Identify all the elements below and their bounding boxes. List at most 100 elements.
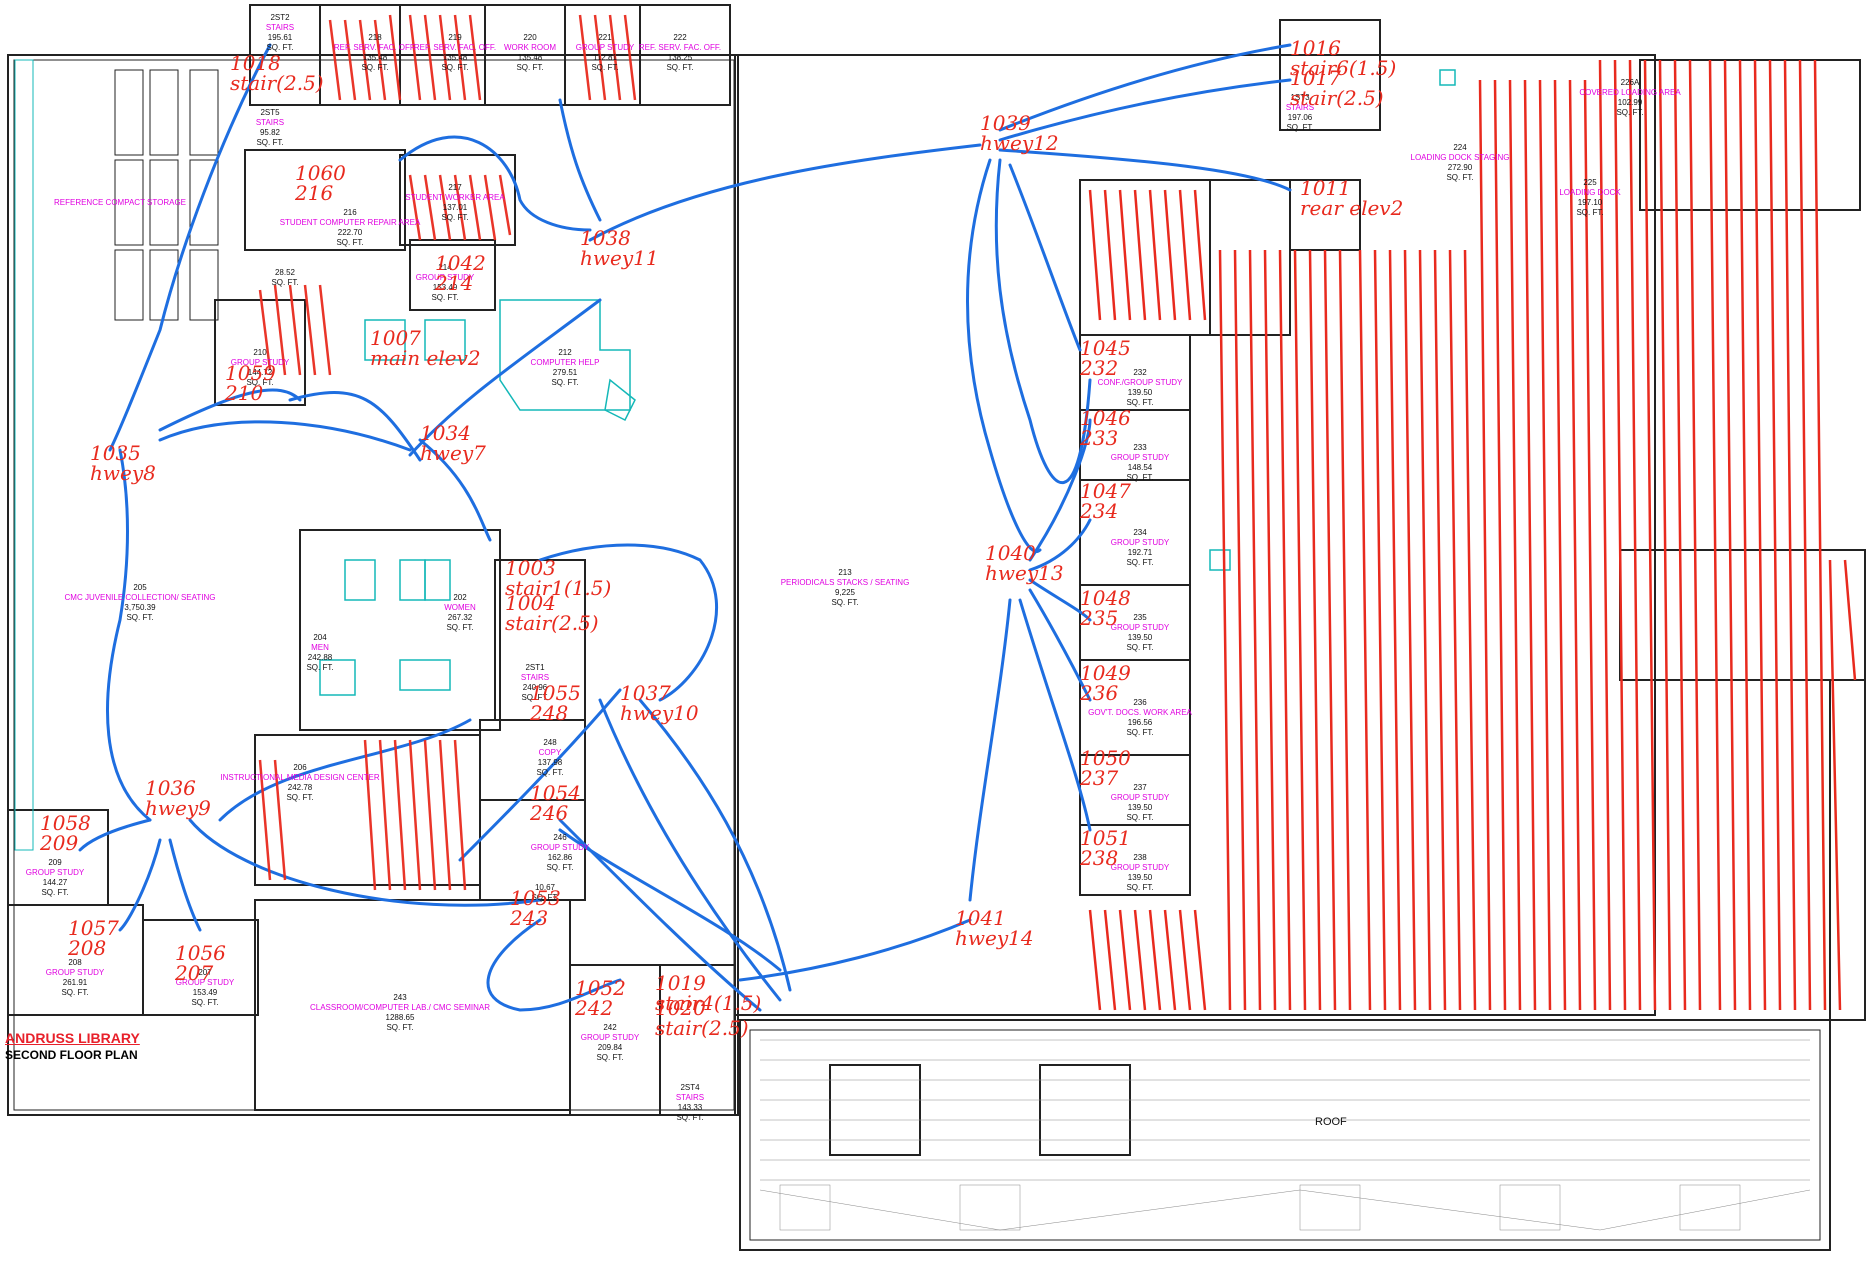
room-label-line: STAIRS <box>521 673 549 682</box>
room-label-line: SQ. FT. <box>1126 883 1153 892</box>
annotation-code: 1053 <box>510 886 561 910</box>
annotation-label: stair(2.5) <box>505 611 599 635</box>
annotation-code: 1004 <box>505 591 556 615</box>
room-label-line: 143.33 <box>678 1103 703 1112</box>
room-label-line: CMC JUVENILE COLLECTION/ SEATING <box>65 593 216 602</box>
annotation-label: hwey8 <box>90 461 156 485</box>
room-label-unnumbered-7: REFERENCE COMPACT STORAGE <box>54 198 186 207</box>
room-label-line: SQ. FT. <box>431 293 458 302</box>
room-label-line: GROUP STUDY <box>1111 453 1170 462</box>
room-label-line: 206 <box>293 763 307 772</box>
room-label-line: 235 <box>1133 613 1147 622</box>
annotation-code: 1018 <box>230 51 281 75</box>
room-label-line: SQ. FT. <box>1126 473 1153 482</box>
room-label-line: SQ. FT. <box>1126 728 1153 737</box>
room-label-line: 204 <box>313 633 327 642</box>
room-label-line: 242 <box>603 1023 617 1032</box>
room-label-line: 139.50 <box>1128 873 1153 882</box>
annotation-code: 1019 <box>655 971 706 995</box>
room-label-line: 153.49 <box>433 283 458 292</box>
annotation-code: 1003 <box>505 556 556 580</box>
annotation-code: 1034 <box>420 421 471 445</box>
annotation-code: 1007 <box>370 326 421 350</box>
room-label-line: INSTRUCTIONAL MEDIA DESIGN CENTER <box>220 773 380 782</box>
annotation-code: 1051 <box>1080 826 1131 850</box>
annotation-code: 1011 <box>1300 176 1351 200</box>
room-label-line: 139.50 <box>1128 633 1153 642</box>
room-label-line: SQ. FT. <box>266 43 293 52</box>
room-label-line: GOV'T. DOCS. WORK AREA <box>1088 708 1192 717</box>
annotation-label: 234 <box>1079 499 1118 523</box>
annotation-code: 1059 <box>225 361 276 385</box>
room-label-line: 135.48 <box>363 53 388 62</box>
room-label-line: GROUP STUDY <box>1111 863 1170 872</box>
room-label-line: SQ. FT. <box>1126 558 1153 567</box>
room-label-line: SQ. FT. <box>286 793 313 802</box>
annotation-code: 1058 <box>40 811 91 835</box>
room-label-line: 243 <box>393 993 407 1002</box>
annotation-label: stair(2.5) <box>230 71 324 95</box>
room-label-line: 2ST2 <box>270 13 290 22</box>
annotation-code: 1016 <box>1290 36 1341 60</box>
roof-label: ROOF <box>1315 1116 1347 1128</box>
room-label-line: 144.72 <box>248 368 273 377</box>
room-label-line: STAIRS <box>266 23 294 32</box>
room-label-line: SQ. FT. <box>386 1023 413 1032</box>
annotation-label: 248 <box>529 701 568 725</box>
room-label-line: 234 <box>1133 528 1147 537</box>
red-fill-scribbles <box>258 14 637 891</box>
room-label-line: 209 <box>48 858 62 867</box>
annotation-code: 1055 <box>530 681 581 705</box>
room-label-line: 195.61 <box>268 33 293 42</box>
room-label-line: 224 <box>1453 143 1467 152</box>
room-label-line: 137.98 <box>538 758 563 767</box>
room-label-line: 261.91 <box>63 978 88 987</box>
floor-title: SECOND FLOOR PLAN <box>5 1048 138 1062</box>
room-label-line: 242.88 <box>308 653 333 662</box>
annotation-code: 1017 <box>1290 66 1341 90</box>
annotation-label: hwey11 <box>580 246 659 270</box>
room-label-line: STAIRS <box>1286 103 1314 112</box>
annotation-label: stair(2.5) <box>655 1016 749 1040</box>
room-label-line: 3,750.39 <box>124 603 156 612</box>
annotation-label: 246 <box>529 801 568 825</box>
room-label-line: 196.56 <box>1128 718 1153 727</box>
room-label-line: 197.10 <box>1578 198 1603 207</box>
room-label-line: GROUP STUDY <box>176 978 235 987</box>
room-label-line: SQ. FT. <box>61 988 88 997</box>
room-label-line: 102.99 <box>1618 98 1643 107</box>
room-label-line: REF. SERV. FAC. OFF. <box>334 43 416 52</box>
room-label-line: SQ. FT. <box>271 278 298 287</box>
room-label-line: REF. SERV. FAC. OFF. <box>414 43 496 52</box>
room-label-line: 2ST5 <box>260 108 280 117</box>
room-label-line: 248 <box>543 738 557 747</box>
annotation-code: 1056 <box>175 941 226 965</box>
